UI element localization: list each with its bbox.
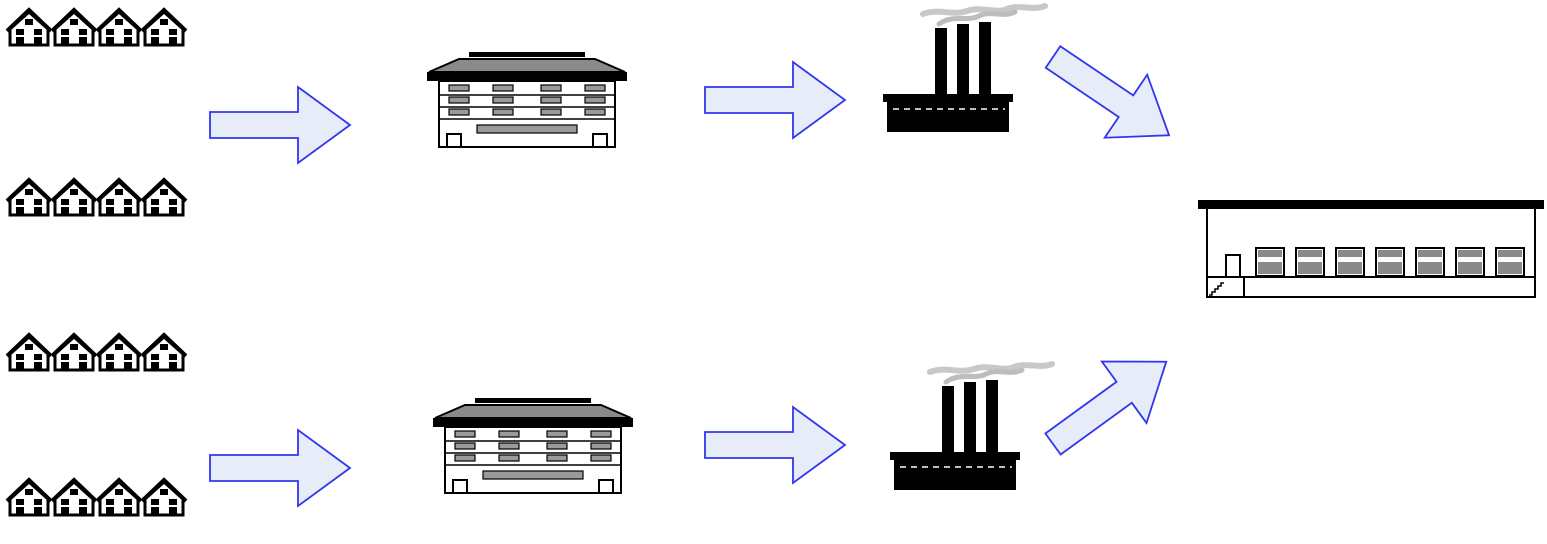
factory-icon xyxy=(883,6,1045,132)
row-houses-icon xyxy=(7,180,186,215)
factory-icon xyxy=(890,364,1052,490)
flow-arrow xyxy=(1032,25,1191,166)
row-houses-icon xyxy=(7,335,186,370)
flow-arrow xyxy=(210,430,350,506)
row-houses-icon xyxy=(7,10,186,45)
flow-arrow xyxy=(705,407,845,483)
flow-arrow xyxy=(1031,331,1189,475)
warehouse-icon xyxy=(1198,200,1544,298)
row-houses-icon xyxy=(7,480,186,515)
flow-arrow xyxy=(210,87,350,163)
office-building-icon xyxy=(433,398,633,493)
office-building-icon xyxy=(427,52,627,147)
flow-arrow xyxy=(705,62,845,138)
